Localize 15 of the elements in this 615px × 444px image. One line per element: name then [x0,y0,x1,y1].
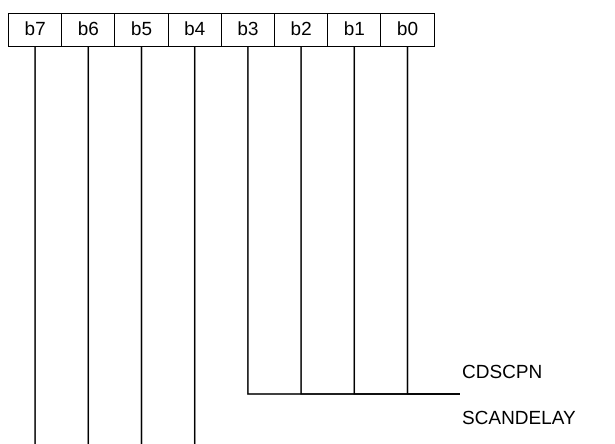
bit-cell: b2 [274,13,328,47]
connector-line [140,47,142,444]
bit-cell: b1 [327,13,382,47]
connector-line [406,47,460,395]
bit-cell: b3 [220,13,275,47]
connector-line [88,47,90,444]
bit-cell: b0 [380,13,435,47]
connector-line [194,47,196,444]
bit-cell: b7 [8,13,62,47]
field-label: CDSCPN [462,362,542,384]
bit-cell: b5 [114,13,169,47]
bit-cell: b4 [168,13,222,47]
connector-line [34,47,36,444]
field-label: SCANDELAY [462,408,576,430]
bit-cell: b6 [61,13,116,47]
